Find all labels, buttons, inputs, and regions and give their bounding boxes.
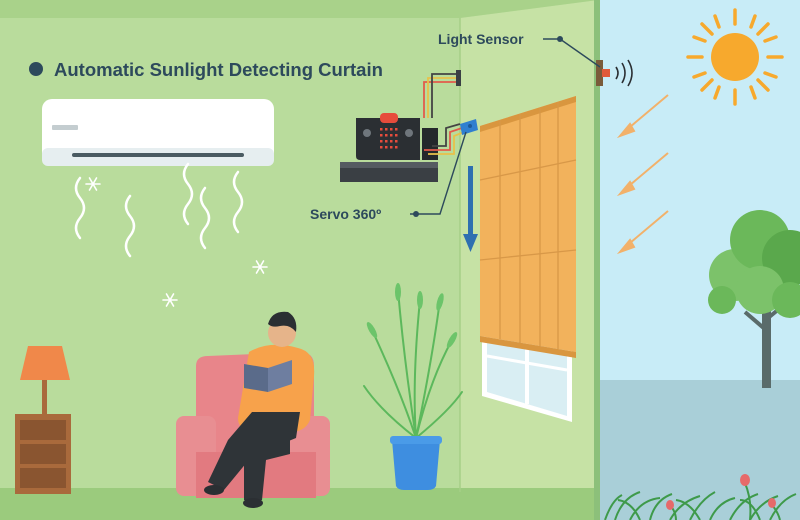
sun-icon [686,8,784,106]
ceiling-edge [0,0,598,18]
sunlight-ray-arrows [616,94,669,255]
light-sensor-leader-dot [557,36,563,42]
air-conditioner-icon [42,99,274,166]
tree-icon [708,210,800,388]
light-sensor-icon [596,59,633,87]
microbit-controller-board [340,113,438,182]
snowflake-icons [85,177,268,307]
sensor-wires [423,73,465,155]
potted-plant-icon [363,283,463,490]
outside-grass [604,491,797,520]
servo-leader-line [410,131,467,215]
cold-air-waves [74,162,244,258]
person-reading-icon [176,311,330,508]
wall-connector [456,70,461,86]
title-bullet [29,62,43,76]
lamp-icon [20,346,70,414]
servo-label: Servo 360º [310,206,381,222]
servo-motor-icon [460,119,478,135]
servo-leader-dot [413,211,419,217]
side-cabinet-icon [15,414,71,494]
light-sensor-label: Light Sensor [438,31,524,47]
flower-icons [666,474,781,520]
exterior-wall-edge [594,0,600,520]
curtain-down-arrow [463,166,478,252]
roller-curtain [479,96,577,358]
diagram-title: Automatic Sunlight Detecting Curtain [54,59,383,80]
